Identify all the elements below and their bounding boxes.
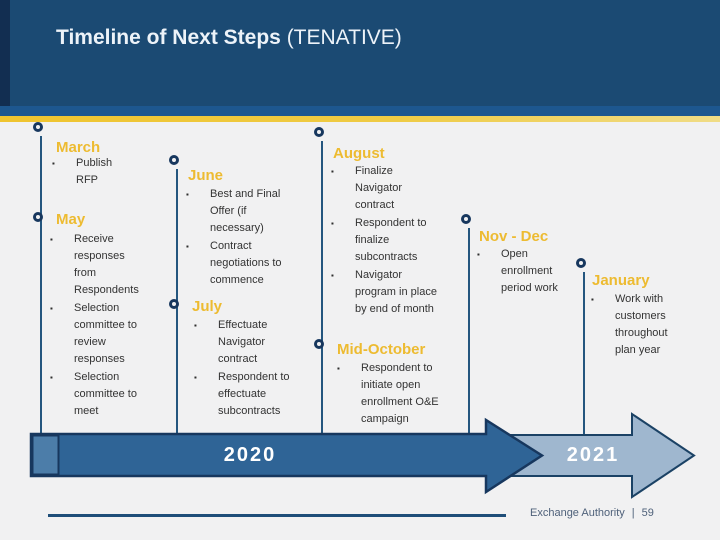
- month-label-mid-october: Mid-October: [337, 341, 426, 358]
- page-title-main: Timeline of Next Steps: [56, 26, 281, 49]
- month-label-january: January: [592, 272, 650, 289]
- timeline-line-august-october: [321, 141, 323, 434]
- year-label-2021: 2021: [566, 444, 620, 466]
- arrow-2020: [29, 417, 545, 495]
- bullet-item: ▪ Navigator program in place by end of m…: [331, 267, 437, 318]
- timeline-line-nov-dec: [468, 228, 470, 436]
- bullet-item: ▪ Selection committee to meet: [50, 369, 146, 420]
- timeline-node-nov-dec: [461, 214, 471, 224]
- bullet-item: ▪ Publish RFP: [52, 155, 132, 189]
- bullet-item: ▪ Best and Final Offer (if necessary): [186, 186, 298, 237]
- bullet-text: Finalize Navigator contract: [355, 165, 403, 211]
- page-title: Timeline of Next Steps (TENATIVE): [56, 25, 402, 51]
- month-label-march: March: [56, 139, 101, 156]
- slide-number: 59: [641, 507, 654, 519]
- bullet-item: ▪ Open enrollment period work: [477, 246, 577, 297]
- bullet-marker: ▪: [50, 235, 53, 244]
- header-stripe-blue: [0, 106, 720, 116]
- bullet-text: Selection committee to review responses: [74, 302, 137, 365]
- footer-separator: |: [631, 507, 635, 519]
- bullet-item: ▪ Respondent to effectuate subcontracts: [194, 369, 296, 420]
- bullet-text: Respondent to finalize subcontracts: [355, 217, 427, 263]
- timeline-node-july: [169, 299, 179, 309]
- timeline-node-mid-october: [314, 339, 324, 349]
- month-label-may: May: [56, 211, 86, 228]
- bullet-marker: ▪: [591, 295, 594, 304]
- month-label-nov-dec: Nov - Dec: [479, 228, 549, 245]
- year-label-2020: 2020: [223, 444, 277, 466]
- bullet-item: ▪ Effectuate Navigator contract: [194, 317, 296, 368]
- bullet-text: Receive responses from Respondents: [74, 233, 139, 296]
- june-bullets: ▪ Best and Final Offer (if necessary) ▪ …: [186, 186, 298, 290]
- bullet-marker: ▪: [331, 219, 334, 228]
- bullet-item: ▪ Respondent to initiate open enrollment…: [337, 360, 463, 428]
- bullet-text: Work with customers throughout plan year: [615, 293, 668, 356]
- timeline-node-august: [314, 127, 324, 137]
- bullet-marker: ▪: [50, 304, 53, 313]
- title-banner: Timeline of Next Steps (TENATIVE): [0, 0, 720, 106]
- bullet-marker: ▪: [194, 373, 197, 382]
- bullet-text: Effectuate Navigator contract: [218, 319, 268, 365]
- footer: Exchange Authority | 59: [530, 507, 654, 519]
- bullet-item: ▪ Contract negotiations to commence: [186, 238, 298, 289]
- header-stripe-gold: [0, 116, 720, 122]
- footer-org-name: Exchange Authority: [530, 507, 625, 519]
- march-bullets: ▪ Publish RFP: [52, 155, 132, 190]
- bullet-marker: ▪: [186, 190, 189, 199]
- bullet-text: Open enrollment period work: [501, 248, 558, 294]
- bullet-marker: ▪: [331, 167, 334, 176]
- timeline-node-may: [33, 212, 43, 222]
- month-label-june: June: [188, 167, 224, 184]
- bullet-marker: ▪: [194, 321, 197, 330]
- bullet-text: Best and Final Offer (if necessary): [210, 188, 281, 234]
- bullet-text: Selection committee to meet: [74, 371, 137, 417]
- august-bullets: ▪ Finalize Navigator contract ▪ Responde…: [331, 163, 437, 319]
- footer-divider-line: [48, 514, 506, 517]
- timeline-line-january: [583, 272, 585, 436]
- july-bullets: ▪ Effectuate Navigator contract ▪ Respon…: [194, 317, 296, 421]
- arrow-2020-start-segment: [31, 434, 60, 476]
- timeline-line-march-may: [40, 136, 42, 434]
- bullet-text: Respondent to initiate open enrollment O…: [361, 362, 439, 425]
- bullet-item: ▪ Respondent to finalize subcontracts: [331, 215, 437, 266]
- timeline-node-june: [169, 155, 179, 165]
- january-bullets: ▪ Work with customers throughout plan ye…: [591, 291, 687, 360]
- bullet-marker: ▪: [50, 373, 53, 382]
- mid-october-bullets: ▪ Respondent to initiate open enrollment…: [337, 360, 463, 429]
- bullet-text: Respondent to effectuate subcontracts: [218, 371, 290, 417]
- banner-left-accent: [0, 0, 10, 106]
- timeline-node-january: [576, 258, 586, 268]
- month-label-august: August: [333, 145, 385, 162]
- page-title-suffix: (TENATIVE): [286, 26, 402, 49]
- bullet-item: ▪ Finalize Navigator contract: [331, 163, 437, 214]
- bullet-item: ▪ Work with customers throughout plan ye…: [591, 291, 687, 359]
- bullet-text: Publish RFP: [76, 157, 113, 186]
- bullet-text: Navigator program in place by end of mon…: [355, 269, 437, 315]
- bullet-text: Contract negotiations to commence: [210, 240, 282, 286]
- month-label-july: July: [192, 298, 223, 315]
- may-bullets: ▪ Receive responses from Respondents ▪ S…: [50, 231, 146, 421]
- nov-dec-bullets: ▪ Open enrollment period work: [477, 246, 577, 298]
- bullet-item: ▪ Selection committee to review response…: [50, 300, 146, 368]
- bullet-item: ▪ Receive responses from Respondents: [50, 231, 146, 299]
- bullet-marker: ▪: [52, 159, 55, 168]
- timeline-node-march: [33, 122, 43, 132]
- bullet-marker: ▪: [477, 250, 480, 259]
- bullet-marker: ▪: [186, 242, 189, 251]
- bullet-marker: ▪: [331, 271, 334, 280]
- bullet-marker: ▪: [337, 364, 340, 373]
